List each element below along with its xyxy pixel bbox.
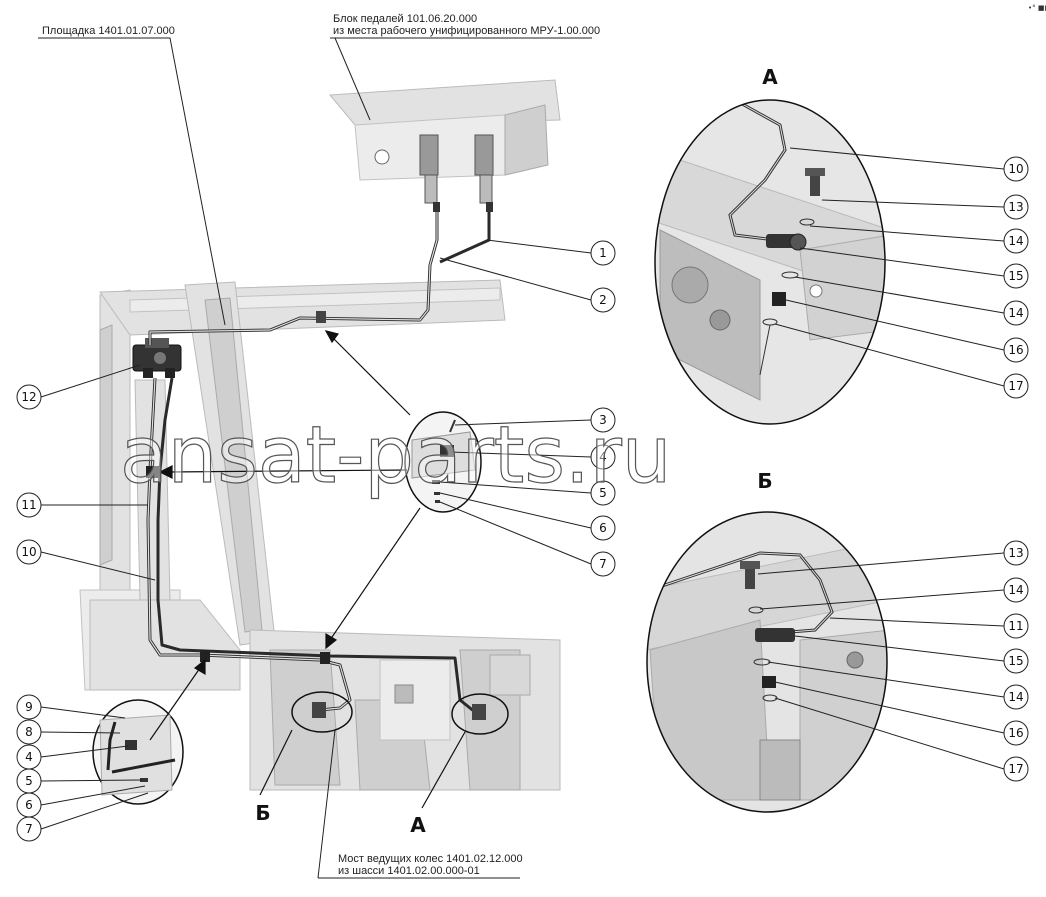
callout-4[interactable]: 4 bbox=[599, 450, 607, 464]
view-a-callout-13[interactable]: 13 bbox=[1008, 200, 1023, 214]
view-b-callout-13[interactable]: 13 bbox=[1008, 546, 1023, 560]
pointer-arrows bbox=[149, 330, 466, 809]
label-pedal-block-line1: Блок педалей 101.06.20.000 bbox=[333, 13, 477, 25]
label-axle-line1: Мост ведущих колес 1401.02.12.000 bbox=[338, 853, 523, 865]
callout-5-lower[interactable]: 5 bbox=[25, 774, 33, 788]
callout-6-lower[interactable]: 6 bbox=[25, 798, 33, 812]
detail-view-b: Б 13 14 bbox=[646, 469, 1029, 813]
watermark: ansat-parts.ru bbox=[120, 411, 671, 501]
detail-view-a: А 10 13 bbox=[654, 65, 1029, 425]
callout-8[interactable]: 8 bbox=[25, 725, 33, 739]
corner-mark: •° ■■■ bbox=[1028, 4, 1046, 12]
view-a-marker bbox=[451, 693, 509, 735]
brake-valve bbox=[132, 338, 182, 378]
view-letter-b-main: Б bbox=[255, 801, 270, 825]
view-a-callout-15[interactable]: 15 bbox=[1008, 269, 1023, 283]
callout-2[interactable]: 2 bbox=[599, 293, 607, 307]
callout-12[interactable]: 12 bbox=[21, 390, 36, 404]
view-b-title: Б bbox=[757, 469, 772, 493]
main-callouts: 1 2 3 4 5 6 7 12 11 10 9 8 bbox=[16, 239, 616, 842]
callout-9[interactable]: 9 bbox=[25, 700, 33, 714]
view-b-callout-11[interactable]: 11 bbox=[1008, 619, 1023, 633]
label-platform: Площадка 1401.01.07.000 bbox=[42, 25, 175, 37]
view-b-callout-14[interactable]: 14 bbox=[1008, 583, 1023, 597]
view-b-callout-17[interactable]: 17 bbox=[1008, 762, 1023, 776]
view-a-callout-14[interactable]: 14 bbox=[1008, 234, 1023, 248]
pedal-block bbox=[328, 79, 561, 212]
callout-3[interactable]: 3 bbox=[599, 413, 607, 427]
callout-1[interactable]: 1 bbox=[599, 246, 607, 260]
callout-7[interactable]: 7 bbox=[599, 557, 607, 571]
view-b-callout-15[interactable]: 15 bbox=[1008, 654, 1023, 668]
view-a-callout-10[interactable]: 10 bbox=[1008, 162, 1023, 176]
callout-7-lower[interactable]: 7 bbox=[25, 822, 33, 836]
view-a-title: А bbox=[762, 65, 778, 89]
callout-11[interactable]: 11 bbox=[21, 498, 36, 512]
view-a-callout-14-second[interactable]: 14 bbox=[1008, 306, 1023, 320]
label-axle-line2: из шасси 1401.02.00.000-01 bbox=[338, 865, 480, 877]
callout-5[interactable]: 5 bbox=[599, 486, 607, 500]
view-b-callout-16[interactable]: 16 bbox=[1008, 726, 1023, 740]
view-a-callout-17[interactable]: 17 bbox=[1008, 379, 1023, 393]
main-assembly bbox=[79, 79, 561, 809]
label-pedal-block-line2: из места рабочего унифицированного МРУ-1… bbox=[333, 25, 600, 37]
callout-10[interactable]: 10 bbox=[21, 545, 36, 559]
view-b-marker bbox=[291, 691, 353, 733]
view-letter-a-main: А bbox=[410, 813, 426, 837]
callout-4-lower[interactable]: 4 bbox=[25, 750, 33, 764]
view-b-callout-14-second[interactable]: 14 bbox=[1008, 690, 1023, 704]
view-a-callout-16[interactable]: 16 bbox=[1008, 343, 1023, 357]
callout-6[interactable]: 6 bbox=[599, 521, 607, 535]
